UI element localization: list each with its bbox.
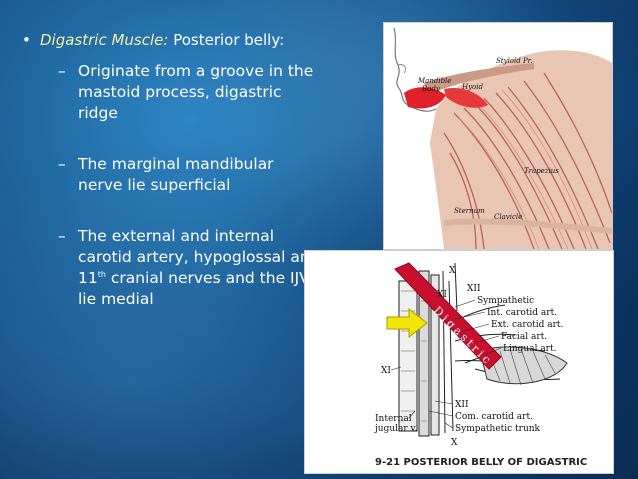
label-xi-upper: XI (437, 290, 447, 300)
label-facial: Facial art. (501, 332, 547, 342)
subpoint-text-before: The external and internal carotid artery… (78, 227, 320, 287)
subpoint-ordinal-suffix: th (97, 269, 106, 279)
bullet-term: Digastric Muscle: (40, 31, 169, 49)
posterior-belly-figure: Digastric X XII XI Sympathetic Int. caro… (304, 250, 614, 474)
label-x-bottom: X (451, 438, 458, 448)
label-jugular-v: jugular v. (374, 424, 418, 434)
subpoint-nerve: – The marginal mandibular nerve lie supe… (58, 154, 322, 196)
label-int-carotid: Int. carotid art. (487, 308, 557, 318)
label-sympathetic: Sympathetic (477, 296, 534, 306)
bullet-marker: • (22, 31, 31, 49)
label-com-carotid: Com. carotid art. (455, 412, 533, 422)
label-clavicle: Clavicle (494, 213, 522, 221)
label-hyoid: Hyoid (461, 83, 484, 91)
label-styloid: Styloid Pr. (496, 57, 532, 65)
label-lingual: Lingual art. (503, 344, 557, 354)
slide-text-content: • Digastric Muscle: Posterior belly: – O… (22, 30, 322, 310)
label-trapezius: Trapezius (524, 167, 559, 175)
bullet-text: Posterior belly: (168, 31, 285, 49)
subpoint-medial: – The external and internal carotid arte… (58, 226, 322, 310)
figure-caption: 9-21 POSTERIOR BELLY OF DIGASTRIC (375, 457, 587, 468)
subpoint-marker: – (58, 227, 66, 245)
subpoint-text: Originate from a groove in the mastoid p… (78, 62, 314, 122)
subpoint-marker: – (58, 62, 66, 80)
label-x-top: X (449, 266, 456, 276)
subpoint-text-after: cranial nerves and the IJV lie medial (78, 269, 310, 308)
neck-muscles-illustration: Mandible Body Hyoid Styloid Pr. Trapeziu… (383, 22, 613, 250)
posterior-belly-drawing: Digastric X XII XI Sympathetic Int. caro… (305, 251, 613, 473)
neck-muscles-drawing: Mandible Body Hyoid Styloid Pr. Trapeziu… (384, 23, 612, 249)
subpoint-text: The marginal mandibular nerve lie superf… (78, 155, 274, 194)
label-xii-top: XII (467, 284, 481, 294)
main-bullet: • Digastric Muscle: Posterior belly: (22, 30, 322, 51)
label-internal: Internal (375, 414, 412, 424)
subpoint-marker: – (58, 155, 66, 173)
label-body: Body (421, 85, 441, 93)
label-xi-lower: XI (381, 366, 391, 376)
label-mandible: Mandible (417, 77, 451, 85)
subpoint-origin: – Originate from a groove in the mastoid… (58, 61, 322, 124)
label-ext-carotid: Ext. carotid art. (491, 320, 564, 330)
label-sternum: Sternum (454, 207, 485, 215)
label-xii-lower: XII (455, 400, 469, 410)
label-sympathetic-trunk: Sympathetic trunk (455, 424, 541, 434)
